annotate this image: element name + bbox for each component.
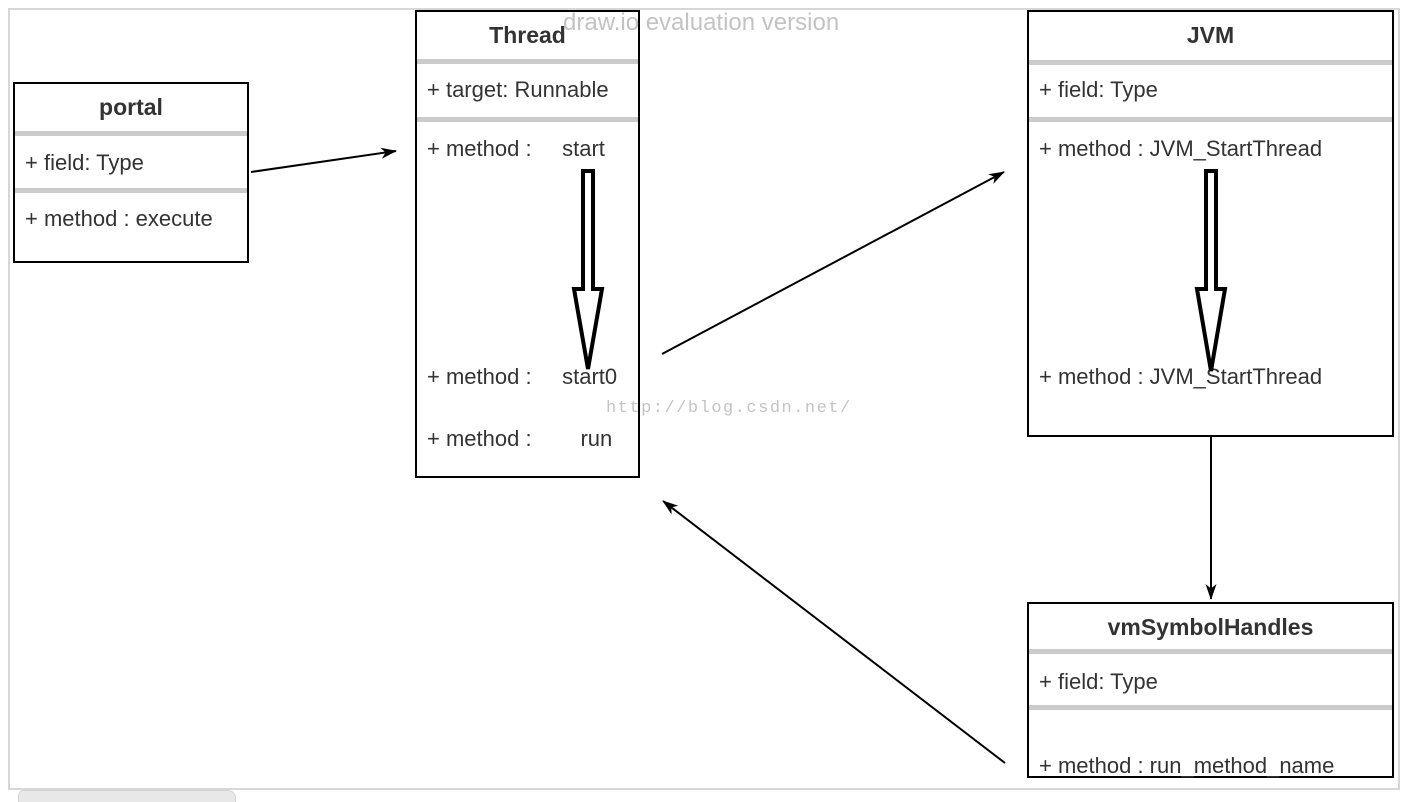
field-row: + field: Type xyxy=(25,150,144,175)
divider xyxy=(417,59,638,64)
field-row: + field: Type xyxy=(1039,669,1158,694)
method-row: + method : JVM_StartThread xyxy=(1039,136,1323,161)
page-border xyxy=(8,8,1400,790)
method-row: + method : execute xyxy=(25,206,213,231)
divider xyxy=(1029,705,1392,710)
page-tab[interactable] xyxy=(18,790,236,802)
hollow-arrow-thread-start-to-start0[interactable] xyxy=(571,169,605,370)
field-row: + target: Runnable xyxy=(427,77,609,102)
class-box-vmsymbolhandles[interactable]: vmSymbolHandles + field: Type + method :… xyxy=(1027,602,1394,778)
connector-portal-to-thread[interactable] xyxy=(250,147,397,173)
hollow-arrow-jvm-startthread[interactable] xyxy=(1194,169,1228,372)
class-box-thread[interactable]: Thread + target: Runnable + method : sta… xyxy=(415,10,640,478)
field-row: + field: Type xyxy=(1039,77,1158,102)
class-title-portal: portal xyxy=(99,94,163,120)
drawio-evaluation-watermark: draw.io evaluation version xyxy=(563,9,840,36)
class-box-portal[interactable]: portal + field: Type + method : execute xyxy=(13,82,249,263)
method-row: + method : run xyxy=(427,426,613,451)
method-row: + method : JVM_StartThread xyxy=(1039,364,1323,389)
divider xyxy=(417,117,638,122)
divider xyxy=(1029,117,1392,122)
class-title-jvm: JVM xyxy=(1186,22,1235,48)
divider xyxy=(15,188,247,193)
connector-vmsymbolhandles-to-thread[interactable] xyxy=(662,500,1006,764)
class-title-thread: Thread xyxy=(489,22,566,48)
connector-thread-to-jvm[interactable] xyxy=(661,171,1005,355)
method-row: + method : run_method_name xyxy=(1039,753,1335,778)
divider xyxy=(1029,649,1392,654)
class-title-vmsymbolhandles: vmSymbolHandles xyxy=(1107,614,1314,640)
divider xyxy=(15,131,247,136)
method-row: + method : start xyxy=(427,136,605,161)
csdn-url-watermark: http://blog.csdn.net/ xyxy=(606,399,852,418)
divider xyxy=(1029,60,1392,65)
